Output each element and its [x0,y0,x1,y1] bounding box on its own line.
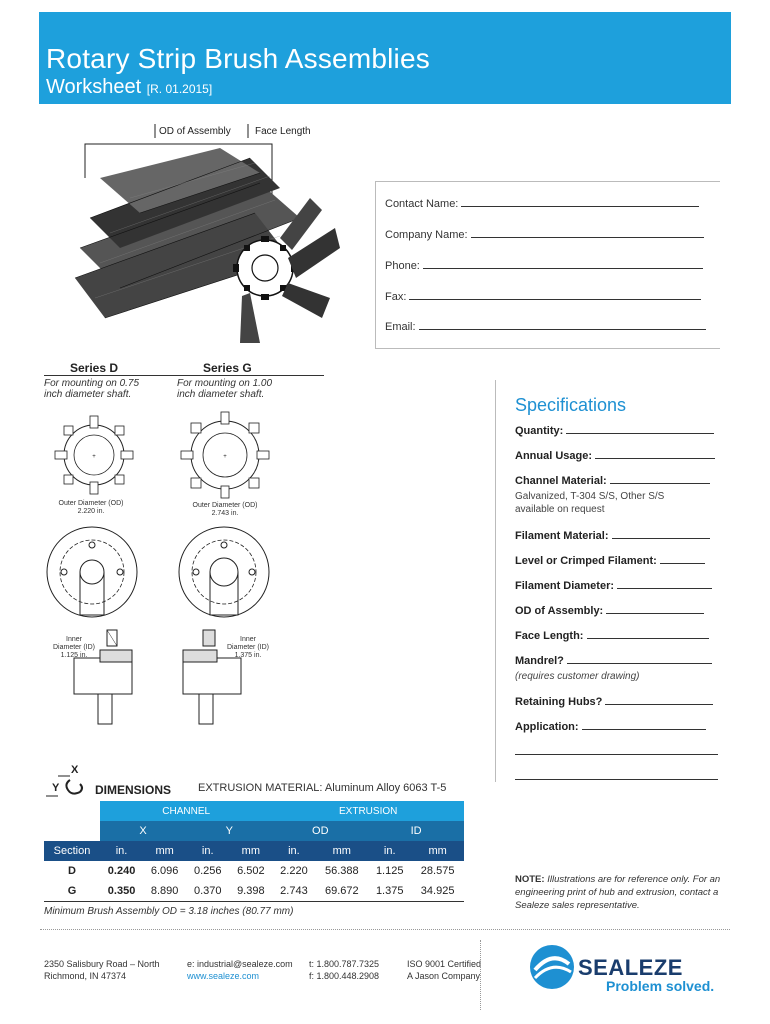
application-line-3[interactable] [515,779,718,780]
application-line-2[interactable] [515,754,718,755]
annual-usage-field[interactable]: Annual Usage: [515,450,716,462]
series-d-od-caption: Outer Diameter (OD)2.220 in. [58,500,124,515]
xy-profile-icon [46,775,83,797]
col-x: X [100,821,187,841]
contact-form: Contact Name: Company Name: Phone: Fax: … [375,181,720,349]
fax-field[interactable]: Fax: [385,290,702,303]
col-y: Y [186,821,273,841]
unit-cell: mm [143,841,187,861]
page-title: Rotary Strip Brush Assemblies [46,43,430,74]
col-id: ID [368,821,464,841]
series-g-desc: For mounting on 1.00 inch diameter shaft… [177,378,273,400]
od-of-assembly-field[interactable]: OD of Assembly: [515,605,705,617]
series-d-extrusion-drawing: + [54,415,134,495]
series-d-hub-side-view [73,629,133,725]
series-g-hub-end-view [178,526,270,618]
unit-cell: in. [272,841,316,861]
svg-text:+: + [223,454,227,460]
unit-cell: in. [186,841,230,861]
unit-cell: in. [100,841,144,861]
company-name-field[interactable]: Company Name: [385,228,704,241]
channel-material-field[interactable]: Channel Material: [515,475,710,487]
note-text: NOTE: Illustrations are for reference on… [515,874,721,911]
svg-text:+: + [92,454,96,460]
mandrel-note: (requires customer drawing) [515,671,640,682]
series-d-desc: For mounting on 0.75 inch diameter shaft… [44,378,140,400]
col-od: OD [272,821,369,841]
quantity-field[interactable]: Quantity: [515,425,715,437]
filament-diameter-field[interactable]: Filament Diameter: [515,580,713,592]
brand-tagline: Problem solved. [606,978,715,994]
extrusion-material: EXTRUSION MATERIAL: Aluminum Alloy 6063 … [198,782,447,794]
unit-cell: mm [229,841,273,861]
col-group-channel: CHANNEL [100,801,273,821]
specifications-title: Specifications [515,395,627,415]
brand-name: SEALEZE [578,955,683,980]
face-length-label: Face Length [255,126,311,137]
phone-field[interactable]: Phone: [385,259,703,272]
unit-cell: mm [315,841,369,861]
table-row: G 0.350 8.890 0.370 9.398 2.743 69.672 1… [44,881,464,901]
series-g-od-caption: Outer Diameter (OD)2.743 in. [192,502,258,517]
brush-assembly-illustration [74,124,340,343]
series-g-title: Series G [203,361,252,375]
y-dimension-label: Y [52,782,60,794]
retaining-hubs-field[interactable]: Retaining Hubs? [515,696,714,708]
level-crimped-field[interactable]: Level or Crimped Filament: [515,555,705,567]
dimensions-table: CHANNEL EXTRUSION X Y OD ID Section in. … [44,801,464,902]
x-dimension-label: X [71,764,79,776]
od-assembly-label: OD of Assembly [159,126,231,137]
table-row: D 0.240 6.096 0.256 6.502 2.220 56.388 1… [44,861,464,881]
page-subtitle: Worksheet [R. 01.2015] [46,76,213,98]
unit-cell: mm [411,841,464,861]
col-section: Section [44,841,100,861]
sealeze-logo-icon [530,945,574,989]
series-g-hub-side-view [182,629,242,725]
filament-material-field[interactable]: Filament Material: [515,530,710,542]
series-d-hub-end-view [46,526,138,618]
unit-cell: in. [368,841,412,861]
revision: [R. 01.2015] [146,82,213,96]
mandrel-field[interactable]: Mandrel? [515,655,712,667]
series-d-title: Series D [70,361,119,375]
series-g-extrusion-drawing: + [180,411,270,499]
dimensions-title: DIMENSIONS [95,783,172,797]
contact-name-field[interactable]: Contact Name: [385,197,700,210]
header-banner: Rotary Strip Brush Assemblies Worksheet … [39,12,731,104]
email-field[interactable]: Email: [385,320,706,333]
website-link[interactable]: www.sealeze.com [187,971,260,981]
application-field[interactable]: Application: [515,721,706,733]
face-length-field[interactable]: Face Length: [515,630,709,642]
col-group-extrusion: EXTRUSION [272,801,464,821]
min-od-note: Minimum Brush Assembly OD = 3.18 inches … [44,906,294,917]
channel-material-note: Galvanized, T-304 S/S, Other S/S availab… [515,491,665,515]
